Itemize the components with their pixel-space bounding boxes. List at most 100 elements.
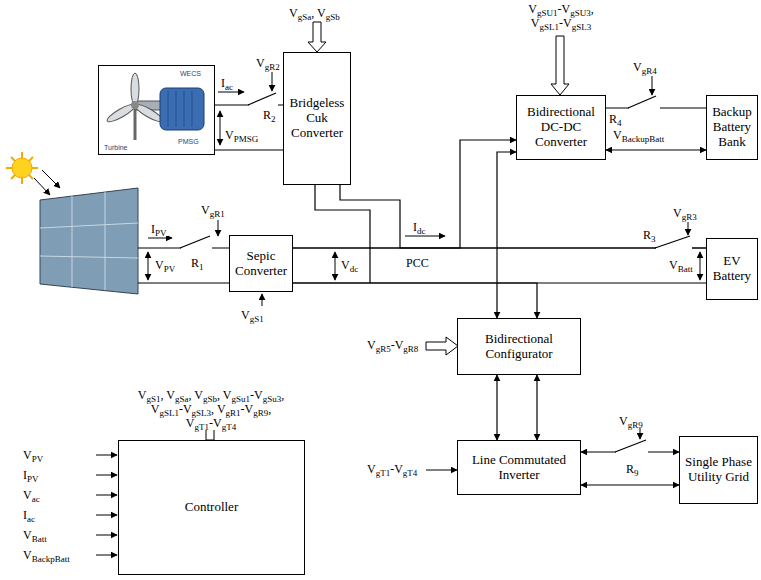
- signal-label: IPV: [150, 222, 168, 236]
- subscript: gR1: [226, 408, 241, 418]
- subscript: dc: [350, 264, 359, 274]
- subscript: gSU3: [570, 8, 591, 18]
- block-text: Line Commutated Inverter: [460, 453, 578, 483]
- subscript: ac: [32, 494, 40, 504]
- signal-label: VgSa, VgSb: [288, 6, 341, 20]
- converter-block: EV Battery: [706, 238, 758, 300]
- wind-turbine-illustration: [131, 73, 139, 105]
- block-text: WECS: [179, 70, 202, 77]
- switch-symbol: [248, 93, 276, 105]
- converter-block: Bridgeless Cuk Converter: [283, 52, 351, 185]
- wind-turbine-illustration: [176, 91, 177, 127]
- label-word: VgSL1-VgSL3,: [151, 402, 214, 416]
- signal-label: R9: [625, 462, 640, 476]
- subscript: PV: [27, 474, 39, 484]
- signal-label: R4: [608, 112, 623, 126]
- signal-label: VgR3: [672, 206, 698, 220]
- signal-arrow: [426, 470, 457, 471]
- sun-illustration: [11, 157, 33, 179]
- label-word: VPV: [23, 448, 43, 462]
- signal-label: Iac: [220, 76, 234, 90]
- signal-label: VgS1, VgSa, VgSb, VgSu1-VgSu3, VgSL1-VgS…: [125, 388, 297, 430]
- label-word: VgT1-VgT4: [367, 462, 417, 476]
- signal-label: VgR5-VgR8: [366, 338, 419, 352]
- wind-turbine-illustration: [131, 101, 139, 109]
- label-word: Idc: [413, 220, 426, 234]
- subscript: gT4: [222, 422, 237, 432]
- converter-block: Controller: [118, 440, 305, 575]
- subscript: Batt: [32, 534, 47, 544]
- block-text: Bridgeless Cuk Converter: [286, 96, 348, 141]
- connector: [581, 484, 679, 485]
- signal-arrow: [272, 72, 273, 91]
- wire: [138, 282, 230, 283]
- converter-block: Line Commutated Inverter: [457, 440, 581, 495]
- switch-symbol: [180, 93, 692, 455]
- subscript: BackupBatt: [622, 134, 665, 144]
- label-word: VgR5-VgR8: [367, 338, 418, 352]
- signal-arrow: [218, 220, 219, 236]
- connector: [293, 140, 516, 248]
- subscript: Batt: [678, 264, 693, 274]
- signal-arrow: [688, 222, 689, 235]
- signal-label: VPMSG: [224, 128, 259, 142]
- subscript: gT1: [376, 468, 391, 478]
- signal-label: VgT1-VgT4: [366, 462, 418, 476]
- signal-label: Vdc: [340, 258, 359, 272]
- label-word: VgS1,: [138, 388, 164, 402]
- switch-symbol: [615, 440, 646, 452]
- subscript: dc: [417, 226, 426, 236]
- signal-arrow: [148, 238, 172, 239]
- pv-panel-illustration: [105, 192, 106, 290]
- signal-arrow: [96, 72, 700, 555]
- sun-illustration: [6, 152, 38, 184]
- connector: [497, 152, 516, 318]
- label-word: R2: [263, 108, 276, 122]
- connector: [496, 375, 497, 440]
- label-word: VPV: [155, 258, 175, 272]
- subscript: gR1: [210, 209, 225, 219]
- label-word: IPV: [151, 222, 167, 236]
- block-text: PMSG: [177, 138, 200, 145]
- signal-arrow: [148, 252, 149, 280]
- subscript: PV: [164, 264, 176, 274]
- wind-turbine-illustration: [105, 73, 204, 140]
- block-text: Bidirectional Configurator: [460, 332, 578, 362]
- wind-turbine-illustration: [160, 88, 204, 130]
- signal-arrow: [96, 535, 117, 536]
- pv-panel-illustration: [40, 188, 138, 294]
- block-text: Controller: [185, 500, 238, 515]
- subscript: gR4: [642, 66, 657, 76]
- signal-label: VPV: [22, 448, 44, 462]
- wire: [138, 108, 708, 283]
- signal-label: VBackpBatt: [22, 548, 71, 562]
- block-text: Bidirectional DC-DC Converter: [519, 105, 603, 150]
- label-word: VPMSG: [225, 128, 258, 142]
- label-word: Vac: [23, 488, 40, 502]
- subscript: ac: [225, 82, 233, 92]
- gate-signal-arrow: [426, 337, 458, 355]
- subscript: PMSG: [234, 134, 259, 144]
- wind-turbine-illustration: [105, 73, 164, 124]
- label-word: R9: [626, 462, 639, 476]
- label-word: R3: [643, 228, 656, 242]
- bus-label: PCC: [405, 256, 430, 270]
- subscript: gT4: [403, 468, 418, 478]
- pv-panel-illustration: [40, 256, 138, 258]
- label-word: VgR1-VgR9,: [217, 402, 271, 416]
- label-word: Vdc: [341, 258, 358, 272]
- wind-turbine-illustration: [184, 91, 185, 127]
- converter-block: Backup Battery Bank: [706, 95, 758, 160]
- signal-arrow: [96, 475, 117, 476]
- signal-label: VgR9: [618, 414, 644, 428]
- block-text: Single Phase Utility Grid: [682, 455, 755, 485]
- signal-label: VgR4: [632, 60, 658, 74]
- signal-arrow: [405, 236, 445, 237]
- wind-turbine-illustration: [192, 91, 193, 127]
- signal-label: VgS1: [240, 308, 265, 322]
- label-word: IPV: [23, 468, 39, 482]
- pv-panel-illustration: [40, 223, 138, 228]
- subscript: gSL1: [159, 408, 179, 418]
- label-word: VgR4: [633, 60, 657, 74]
